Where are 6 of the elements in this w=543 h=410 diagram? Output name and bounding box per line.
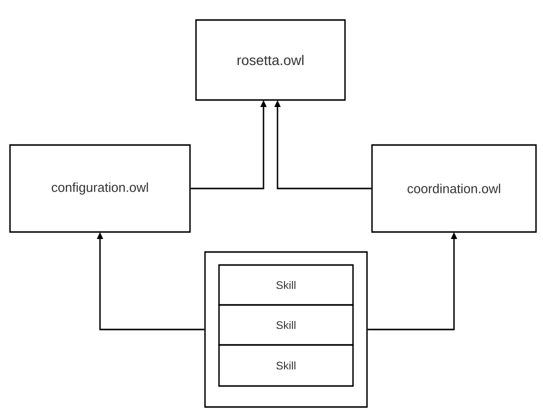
skill-box: Skill: [218, 264, 354, 306]
skill-box: Skill: [218, 304, 354, 346]
file-box: configuration.owl: [9, 144, 191, 233]
skill-box: Skill: [218, 344, 354, 387]
file-box: rosetta.owl: [195, 19, 346, 101]
file-box: coordination.owl: [371, 144, 537, 233]
